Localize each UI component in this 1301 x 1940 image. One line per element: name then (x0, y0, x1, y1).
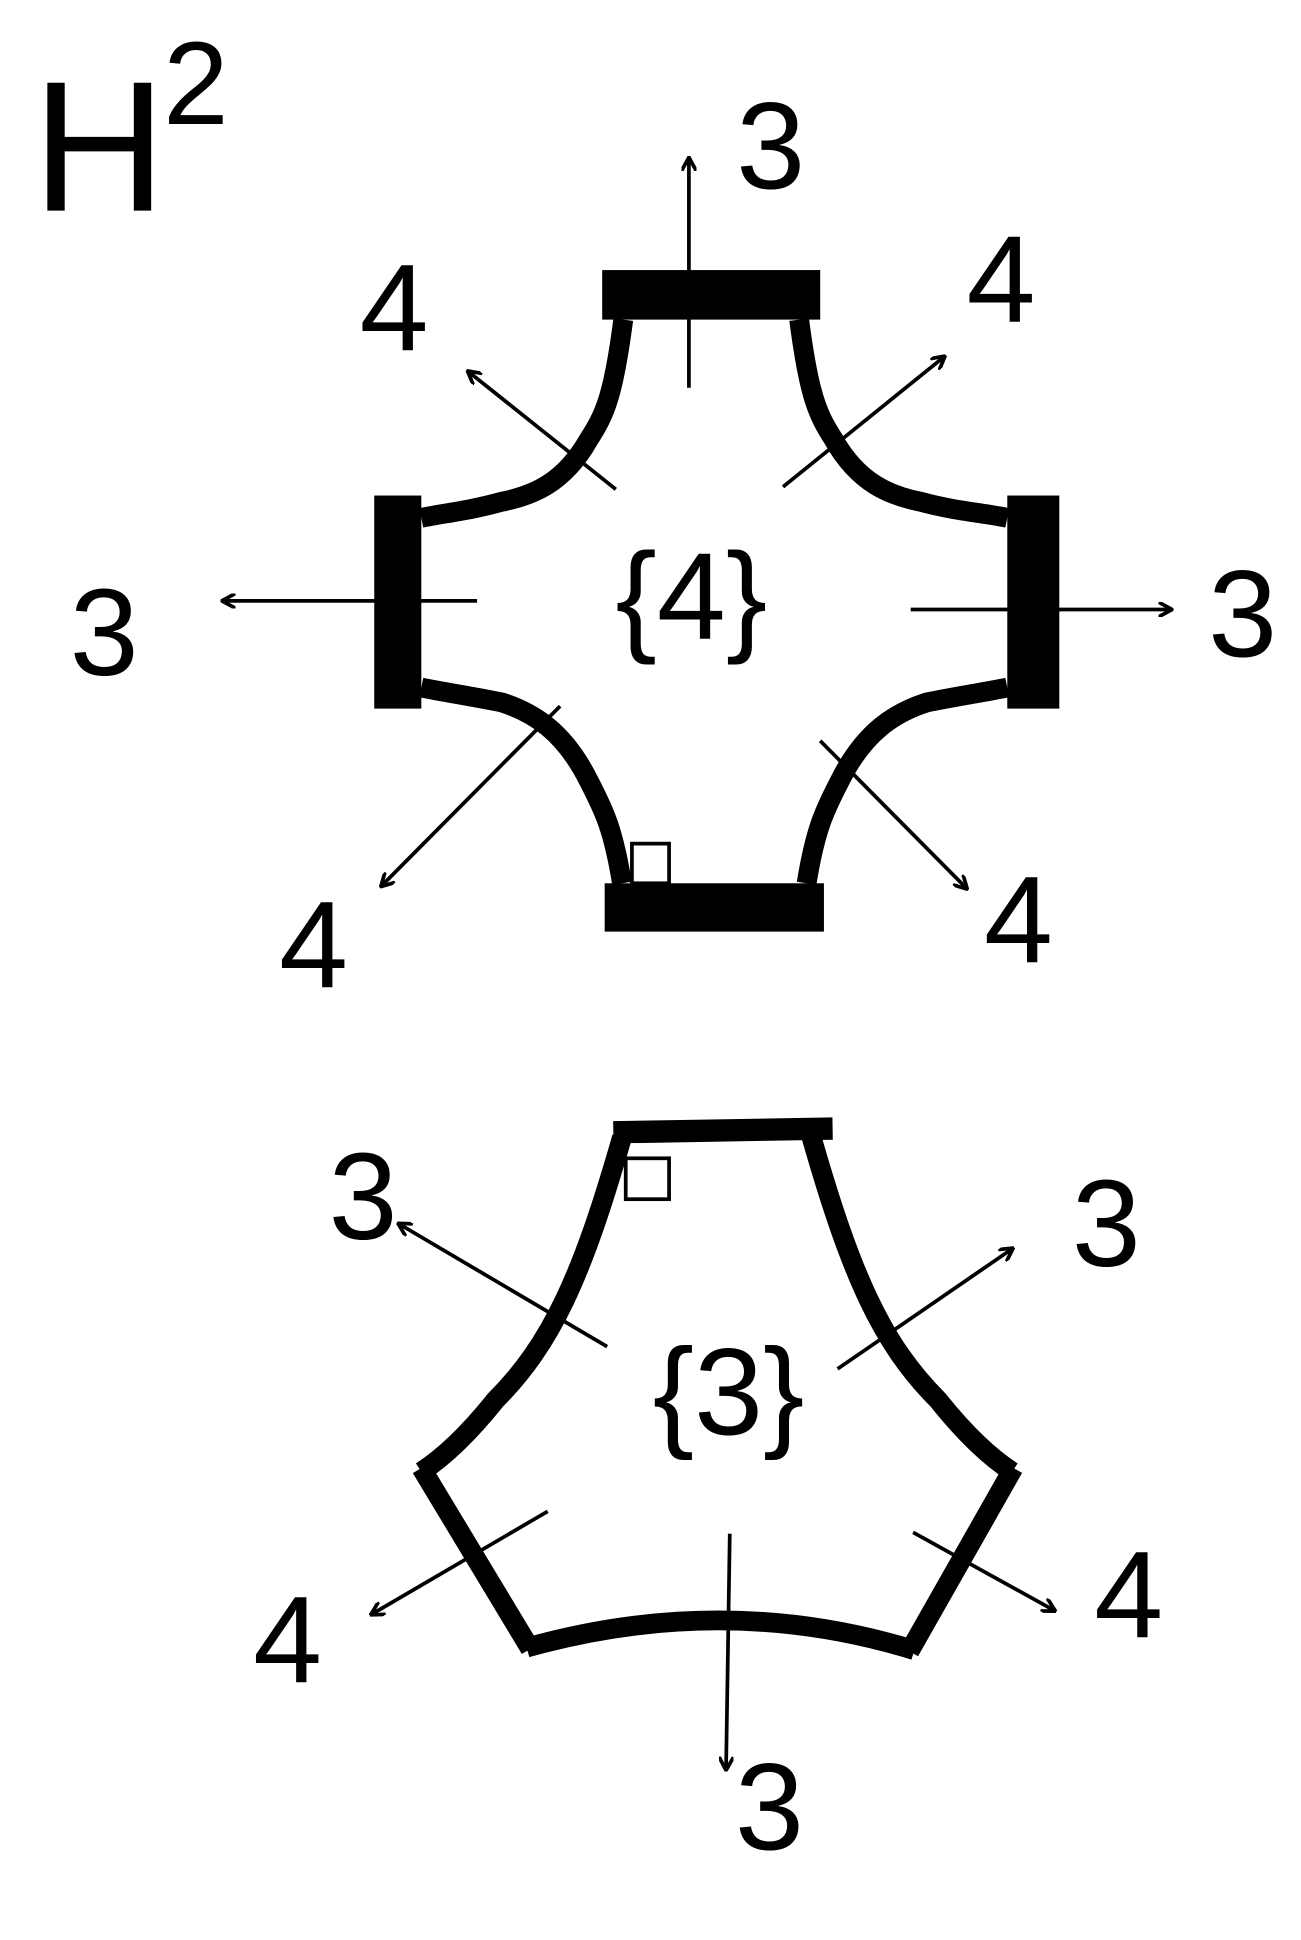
schlafli-symbol-4: {4} (616, 528, 768, 666)
label-lower-right: 4 (984, 852, 1053, 990)
bottom-edge (604, 883, 824, 932)
curve-upper-left (419, 318, 634, 528)
arrow-lower-right (912, 1530, 1054, 1610)
label-upper-right: 4 (967, 211, 1036, 349)
label-left: 3 (70, 564, 139, 702)
right-angle-mark (630, 841, 671, 886)
curve-lower-right (796, 677, 1010, 885)
title: H 2 (32, 17, 228, 251)
title-superscript: 2 (163, 17, 228, 149)
edge-lower-left (412, 1462, 539, 1654)
arrow-lower-left (382, 704, 562, 886)
arrow-bottom (726, 1533, 730, 1769)
arrow-upper-left (399, 1224, 609, 1349)
right-edge (1007, 495, 1060, 709)
schlafli-symbol-3: {3} (653, 1324, 805, 1462)
curve-lower-left (419, 677, 632, 885)
label-right: 3 (1208, 546, 1277, 684)
top-edge (613, 1117, 833, 1144)
square-tile: 3 4 4 3 3 4 4 {4} (70, 77, 1277, 1014)
label-upper-left: 4 (360, 240, 429, 378)
curve-right (802, 1134, 1018, 1481)
label-lower-left: 4 (253, 1571, 322, 1709)
arrow-upper-right (781, 357, 944, 489)
label-lower-right: 4 (1094, 1527, 1163, 1665)
top-edge (602, 270, 821, 320)
arrow-upper-right (836, 1249, 1013, 1371)
triangle-tile: 3 3 4 4 3 {3} (253, 1117, 1163, 1877)
curve-bottom (523, 1610, 918, 1660)
label-upper-left: 3 (329, 1128, 398, 1266)
arrow-upper-left (468, 372, 617, 491)
curve-left (415, 1134, 632, 1481)
arrow-lower-right (818, 739, 966, 888)
arrow-lower-left (372, 1509, 549, 1614)
label-upper-right: 3 (1072, 1155, 1141, 1293)
label-lower-left: 4 (279, 876, 348, 1014)
curve-upper-right (789, 318, 1010, 528)
label-bottom: 3 (735, 1739, 804, 1877)
title-base: H (32, 44, 166, 251)
right-angle-mark (623, 1156, 671, 1202)
label-top: 3 (736, 77, 805, 215)
